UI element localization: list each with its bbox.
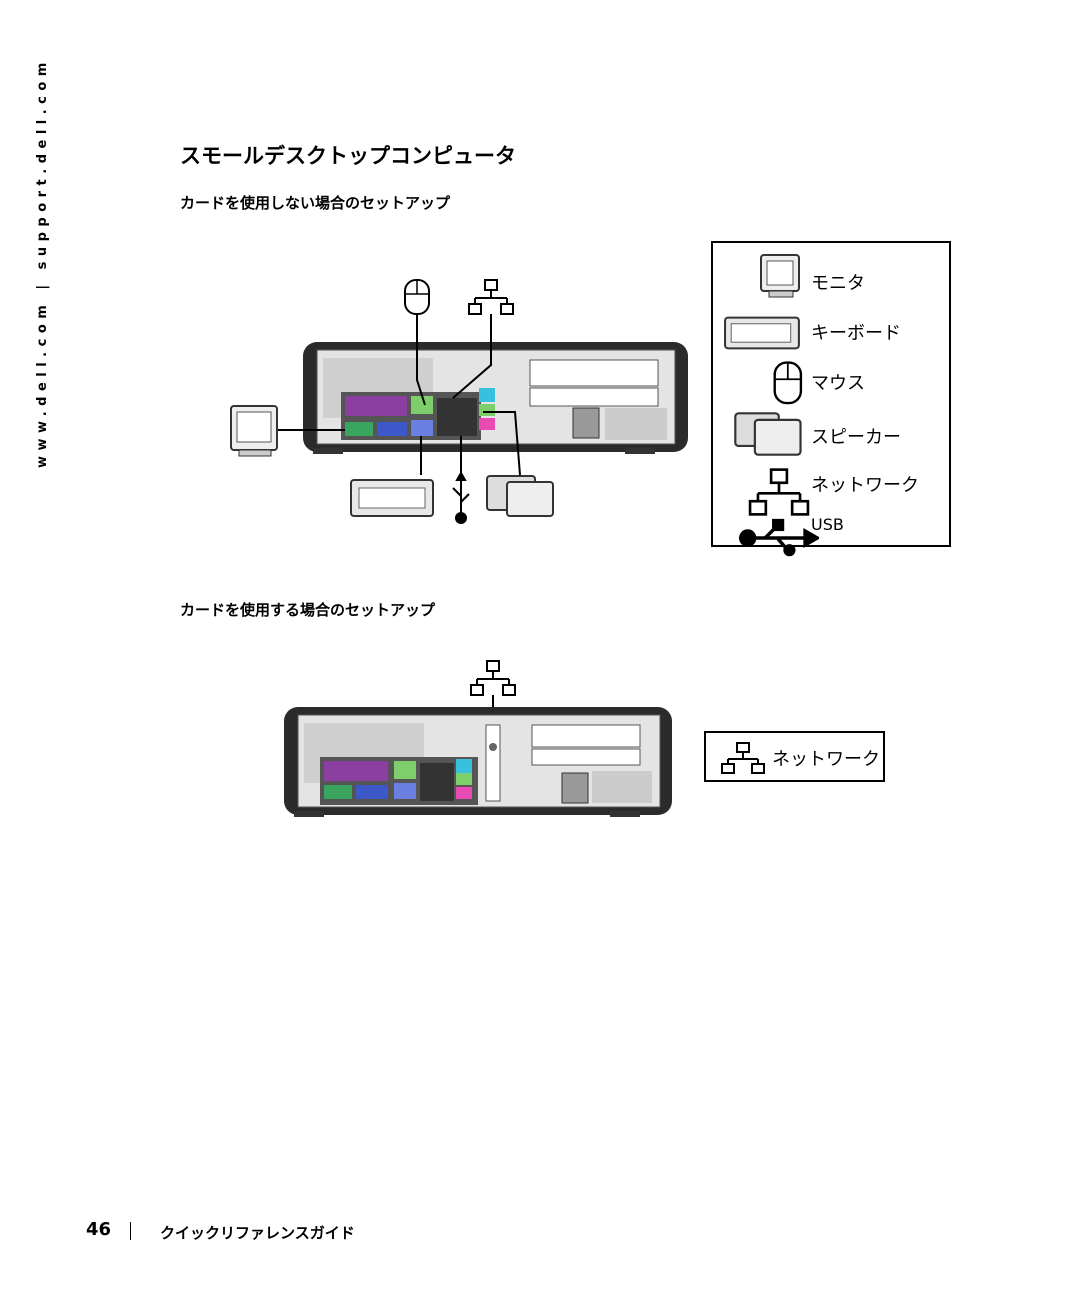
monitor-icon [760, 254, 800, 298]
legend-label-monitor: モニタ [811, 273, 865, 294]
side-url: www.dell.com | support.dell.com [35, 57, 50, 468]
mouse-icon [404, 279, 430, 315]
usb-icon [452, 470, 470, 524]
keyboard-icon [724, 316, 800, 350]
legend-label-speaker: スピーカー [811, 427, 901, 448]
legend-item-usb: USB [713, 509, 949, 557]
speaker-icon [734, 412, 802, 456]
section-heading-without-card: カードを使用しない場合のセットアップ [180, 194, 451, 212]
monitor-icon [230, 405, 278, 457]
network-callout: ネットワーク [704, 731, 885, 782]
legend-item-monitor: モニタ [713, 253, 949, 305]
legend-item-network: ネットワーク [713, 463, 949, 516]
mouse-icon [773, 361, 803, 405]
legend-item-mouse: マウス [713, 355, 949, 405]
speaker-icon [486, 475, 554, 517]
network-icon [468, 279, 514, 315]
legend-item-keyboard: キーボード [713, 305, 949, 355]
network-icon [748, 468, 810, 516]
computer-rear-panel [284, 707, 672, 817]
network-callout-label: ネットワーク [772, 749, 880, 770]
section-heading-with-card: カードを使用する場合のセットアップ [180, 601, 436, 619]
legend-item-speaker: スピーカー [713, 407, 949, 461]
network-icon [721, 742, 765, 774]
network-icon [470, 660, 516, 696]
setup-diagram-with-card [284, 660, 672, 817]
usb-icon [739, 518, 819, 557]
footer-divider [130, 1222, 131, 1240]
legend-label-usb: USB [811, 515, 844, 534]
setup-diagram-without-card [230, 279, 688, 524]
legend: モニタ キーボード マウス スピーカー ネットワーク [711, 241, 951, 557]
page-number: 46 [86, 1219, 112, 1240]
legend-label-keyboard: キーボード [811, 323, 901, 344]
legend-label-network: ネットワーク [811, 475, 919, 496]
keyboard-icon [350, 479, 434, 517]
page-title: スモールデスクトップコンピュータ [180, 144, 516, 168]
footer-title: クイックリファレンスガイド [160, 1224, 355, 1242]
computer-rear-panel [303, 342, 688, 454]
legend-label-mouse: マウス [811, 373, 865, 394]
